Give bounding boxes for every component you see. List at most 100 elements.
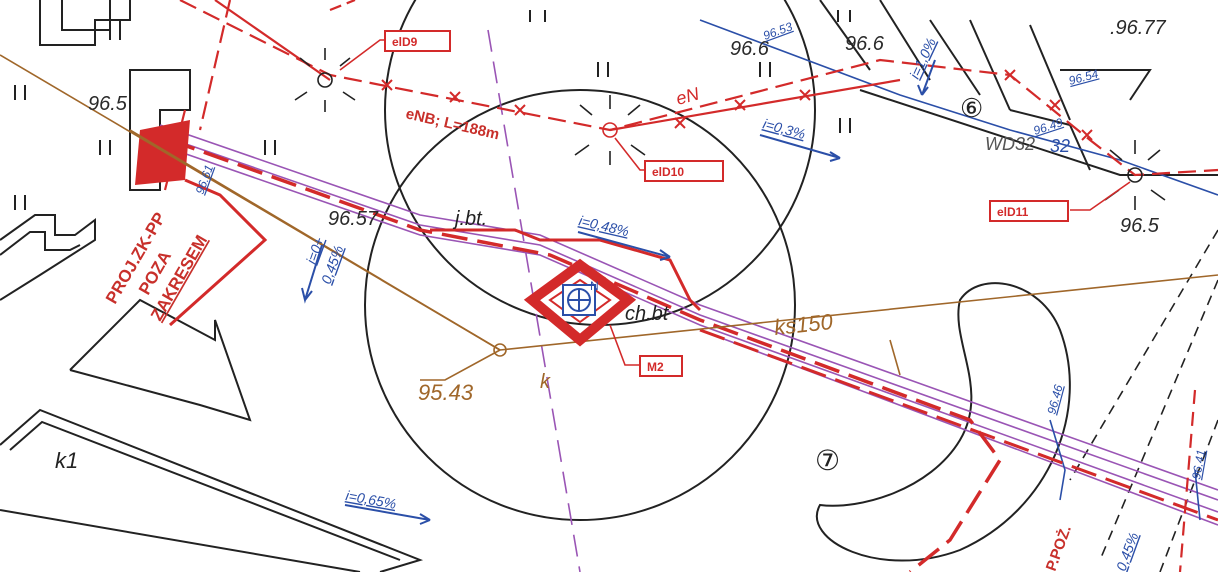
parcel-k1: k1 bbox=[55, 448, 78, 473]
red-main-dashed bbox=[169, 138, 1003, 572]
elev-9653: 96.53 bbox=[761, 19, 794, 43]
crescent-shape bbox=[816, 282, 1071, 562]
slope-arrow-left bbox=[301, 244, 323, 304]
parcel-lines-right bbox=[819, 0, 1218, 176]
slope-top-right: i=1,0% bbox=[906, 35, 939, 81]
building-left-block bbox=[129, 69, 191, 191]
code-n: N bbox=[590, 279, 599, 293]
slope-arrow-bottom bbox=[344, 504, 431, 525]
x-mark bbox=[1049, 99, 1061, 111]
red-jbt-path bbox=[430, 228, 702, 312]
code-wd: WD32 bbox=[985, 134, 1035, 154]
p-poz-text: P.POŻ. bbox=[1043, 523, 1075, 572]
x-mark bbox=[734, 99, 746, 111]
blue-lines bbox=[699, 19, 1218, 521]
tick-marks bbox=[14, 10, 851, 210]
building-left-stepped bbox=[0, 214, 96, 301]
id-leaders bbox=[339, 39, 1131, 211]
x-mark bbox=[381, 79, 393, 91]
purple-pipes bbox=[159, 124, 1218, 526]
x-mark bbox=[799, 89, 811, 101]
building-k1-outer bbox=[0, 509, 361, 572]
elevation-left: 96.5 bbox=[88, 93, 128, 115]
brown-line-2 bbox=[499, 274, 1218, 351]
dashed-boundary-1 bbox=[1069, 229, 1218, 481]
brown-line-3 bbox=[129, 129, 501, 351]
code-jbt: j.bt. bbox=[452, 208, 487, 230]
x-mark bbox=[1004, 69, 1016, 81]
parcel-7: ⑦ bbox=[815, 445, 840, 476]
red-line-top-2 bbox=[214, 0, 331, 81]
slope-bottom: i=0,65% bbox=[344, 487, 397, 512]
elev-9641: 96.41 bbox=[1189, 449, 1208, 481]
slope-arrow-top-right bbox=[917, 59, 936, 96]
pole-eld10 bbox=[574, 95, 646, 165]
code-ks150: ks150 bbox=[773, 309, 835, 340]
purple-pipe-1 bbox=[159, 124, 1218, 491]
building-k1-inner bbox=[9, 420, 401, 561]
eld11-label: elD11 bbox=[997, 205, 1029, 219]
eld9-label: elD9 bbox=[392, 35, 418, 49]
pole-eld9 bbox=[294, 48, 356, 112]
elevation-center-left: 96.57 bbox=[328, 208, 379, 230]
m2-cross bbox=[568, 289, 590, 311]
code-en: eN bbox=[674, 83, 702, 109]
id-box-eld9[interactable]: elD9 bbox=[384, 30, 451, 52]
purple-pipe-2 bbox=[159, 134, 1218, 501]
m2-diamond-outer bbox=[523, 258, 637, 347]
code-32: 32 bbox=[1050, 136, 1070, 156]
blue-line-right bbox=[1194, 469, 1201, 521]
id-box-eld11[interactable]: elD11 bbox=[989, 200, 1069, 222]
x-mark bbox=[674, 117, 686, 129]
building-top-left-inner bbox=[61, 0, 111, 31]
slope-left-a: i=0+ bbox=[303, 235, 327, 266]
red-main-dashed-2 bbox=[699, 328, 1218, 522]
dashed-boundary-lines bbox=[1069, 229, 1218, 572]
building-left-stepped-inner bbox=[0, 231, 81, 256]
circle-lower bbox=[364, 89, 796, 521]
dashed-boundary-3 bbox=[1159, 419, 1218, 572]
red-vertical-right bbox=[1178, 389, 1197, 572]
building-k1 bbox=[0, 408, 424, 572]
red-line-mid bbox=[609, 78, 901, 132]
blue-line-top bbox=[699, 19, 1218, 196]
red-line-top-dashes bbox=[329, 0, 356, 12]
blue-line-lower bbox=[1049, 419, 1066, 501]
slope-arrow-mid-right bbox=[759, 134, 841, 162]
id-box-eld10[interactable]: elD10 bbox=[644, 160, 724, 182]
m2-label: M2 bbox=[647, 360, 664, 374]
parcel-k: k bbox=[540, 371, 551, 393]
elevation-right: 96.5 bbox=[1120, 215, 1160, 237]
brown-node bbox=[493, 343, 507, 357]
red-proj-outline bbox=[168, 178, 268, 327]
brown-leader-ks150 bbox=[889, 339, 901, 376]
elevation-top-right: .96.77 bbox=[1110, 17, 1166, 39]
brown-leader-9543 bbox=[420, 349, 501, 381]
red-line-left-vertical bbox=[198, 0, 232, 131]
slope-center: i=0,48% bbox=[577, 212, 630, 239]
slope-bottom-right: 0,45% bbox=[1113, 530, 1142, 572]
elev-9646: 96.46 bbox=[1044, 383, 1065, 416]
m2-manhole-symbol bbox=[523, 258, 640, 366]
elevation-low-point: 95.43 bbox=[418, 380, 474, 405]
red-filled-block bbox=[135, 120, 190, 185]
proj-text-block: PROJ.ZK-PP POZA ZAKRESEM bbox=[102, 209, 211, 324]
m2-leader bbox=[609, 324, 640, 366]
x-mark bbox=[449, 91, 461, 103]
elevation-top-mid: 96.6 bbox=[845, 33, 885, 55]
red-x-marks bbox=[381, 69, 1093, 141]
purple-pipe-3 bbox=[159, 144, 1218, 513]
elev-9649: 96.49 bbox=[1032, 115, 1065, 138]
code-chbt: ch.bt bbox=[625, 303, 670, 325]
parcel-6: ⑥ bbox=[960, 93, 983, 123]
id-box-m2[interactable]: M2 bbox=[639, 355, 683, 377]
building-left-arrow bbox=[69, 298, 252, 422]
building-top-left bbox=[39, 0, 131, 46]
red-line-top-dashed bbox=[179, 0, 1218, 177]
slope-arrow-center bbox=[577, 231, 671, 261]
x-mark bbox=[1081, 129, 1093, 141]
brown-lines bbox=[0, 54, 1218, 381]
red-network bbox=[163, 0, 1218, 572]
